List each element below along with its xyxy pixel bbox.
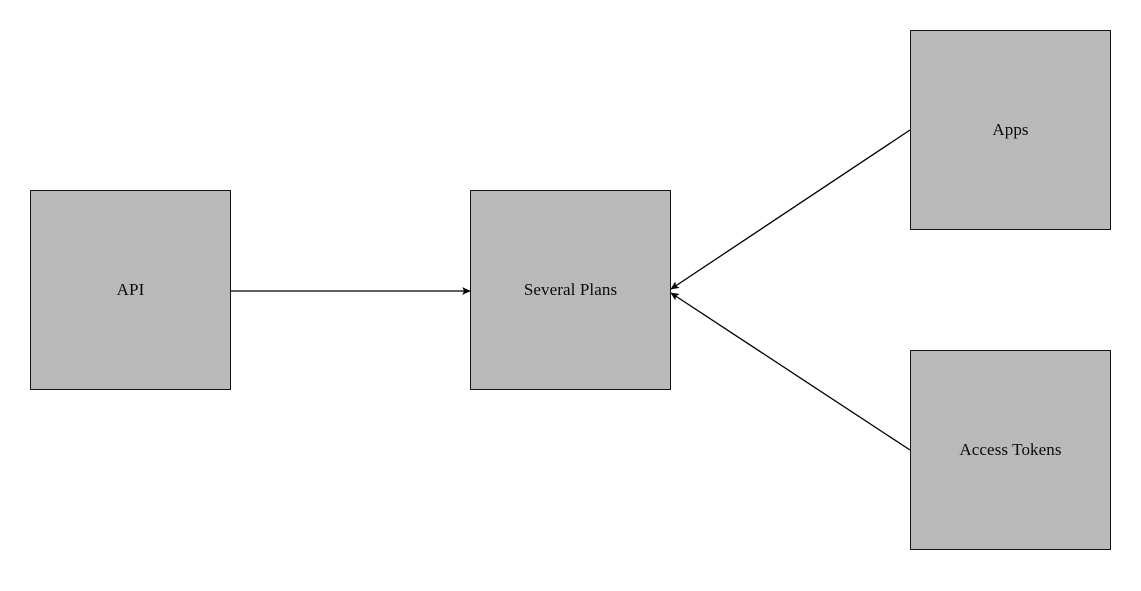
node-apps-label: Apps	[992, 119, 1029, 139]
node-access-tokens-label: Access Tokens	[959, 439, 1062, 459]
node-several-plans[interactable]: Several Plans	[470, 190, 671, 390]
node-apps[interactable]: Apps	[910, 30, 1111, 230]
node-api-label: API	[116, 279, 145, 299]
node-several-plans-label: Several Plans	[523, 279, 618, 299]
node-access-tokens[interactable]: Access Tokens	[910, 350, 1111, 550]
edge-tokens-to-plans	[670, 292, 911, 451]
edge-apps-to-plans	[670, 129, 911, 290]
node-api[interactable]: API	[30, 190, 231, 390]
